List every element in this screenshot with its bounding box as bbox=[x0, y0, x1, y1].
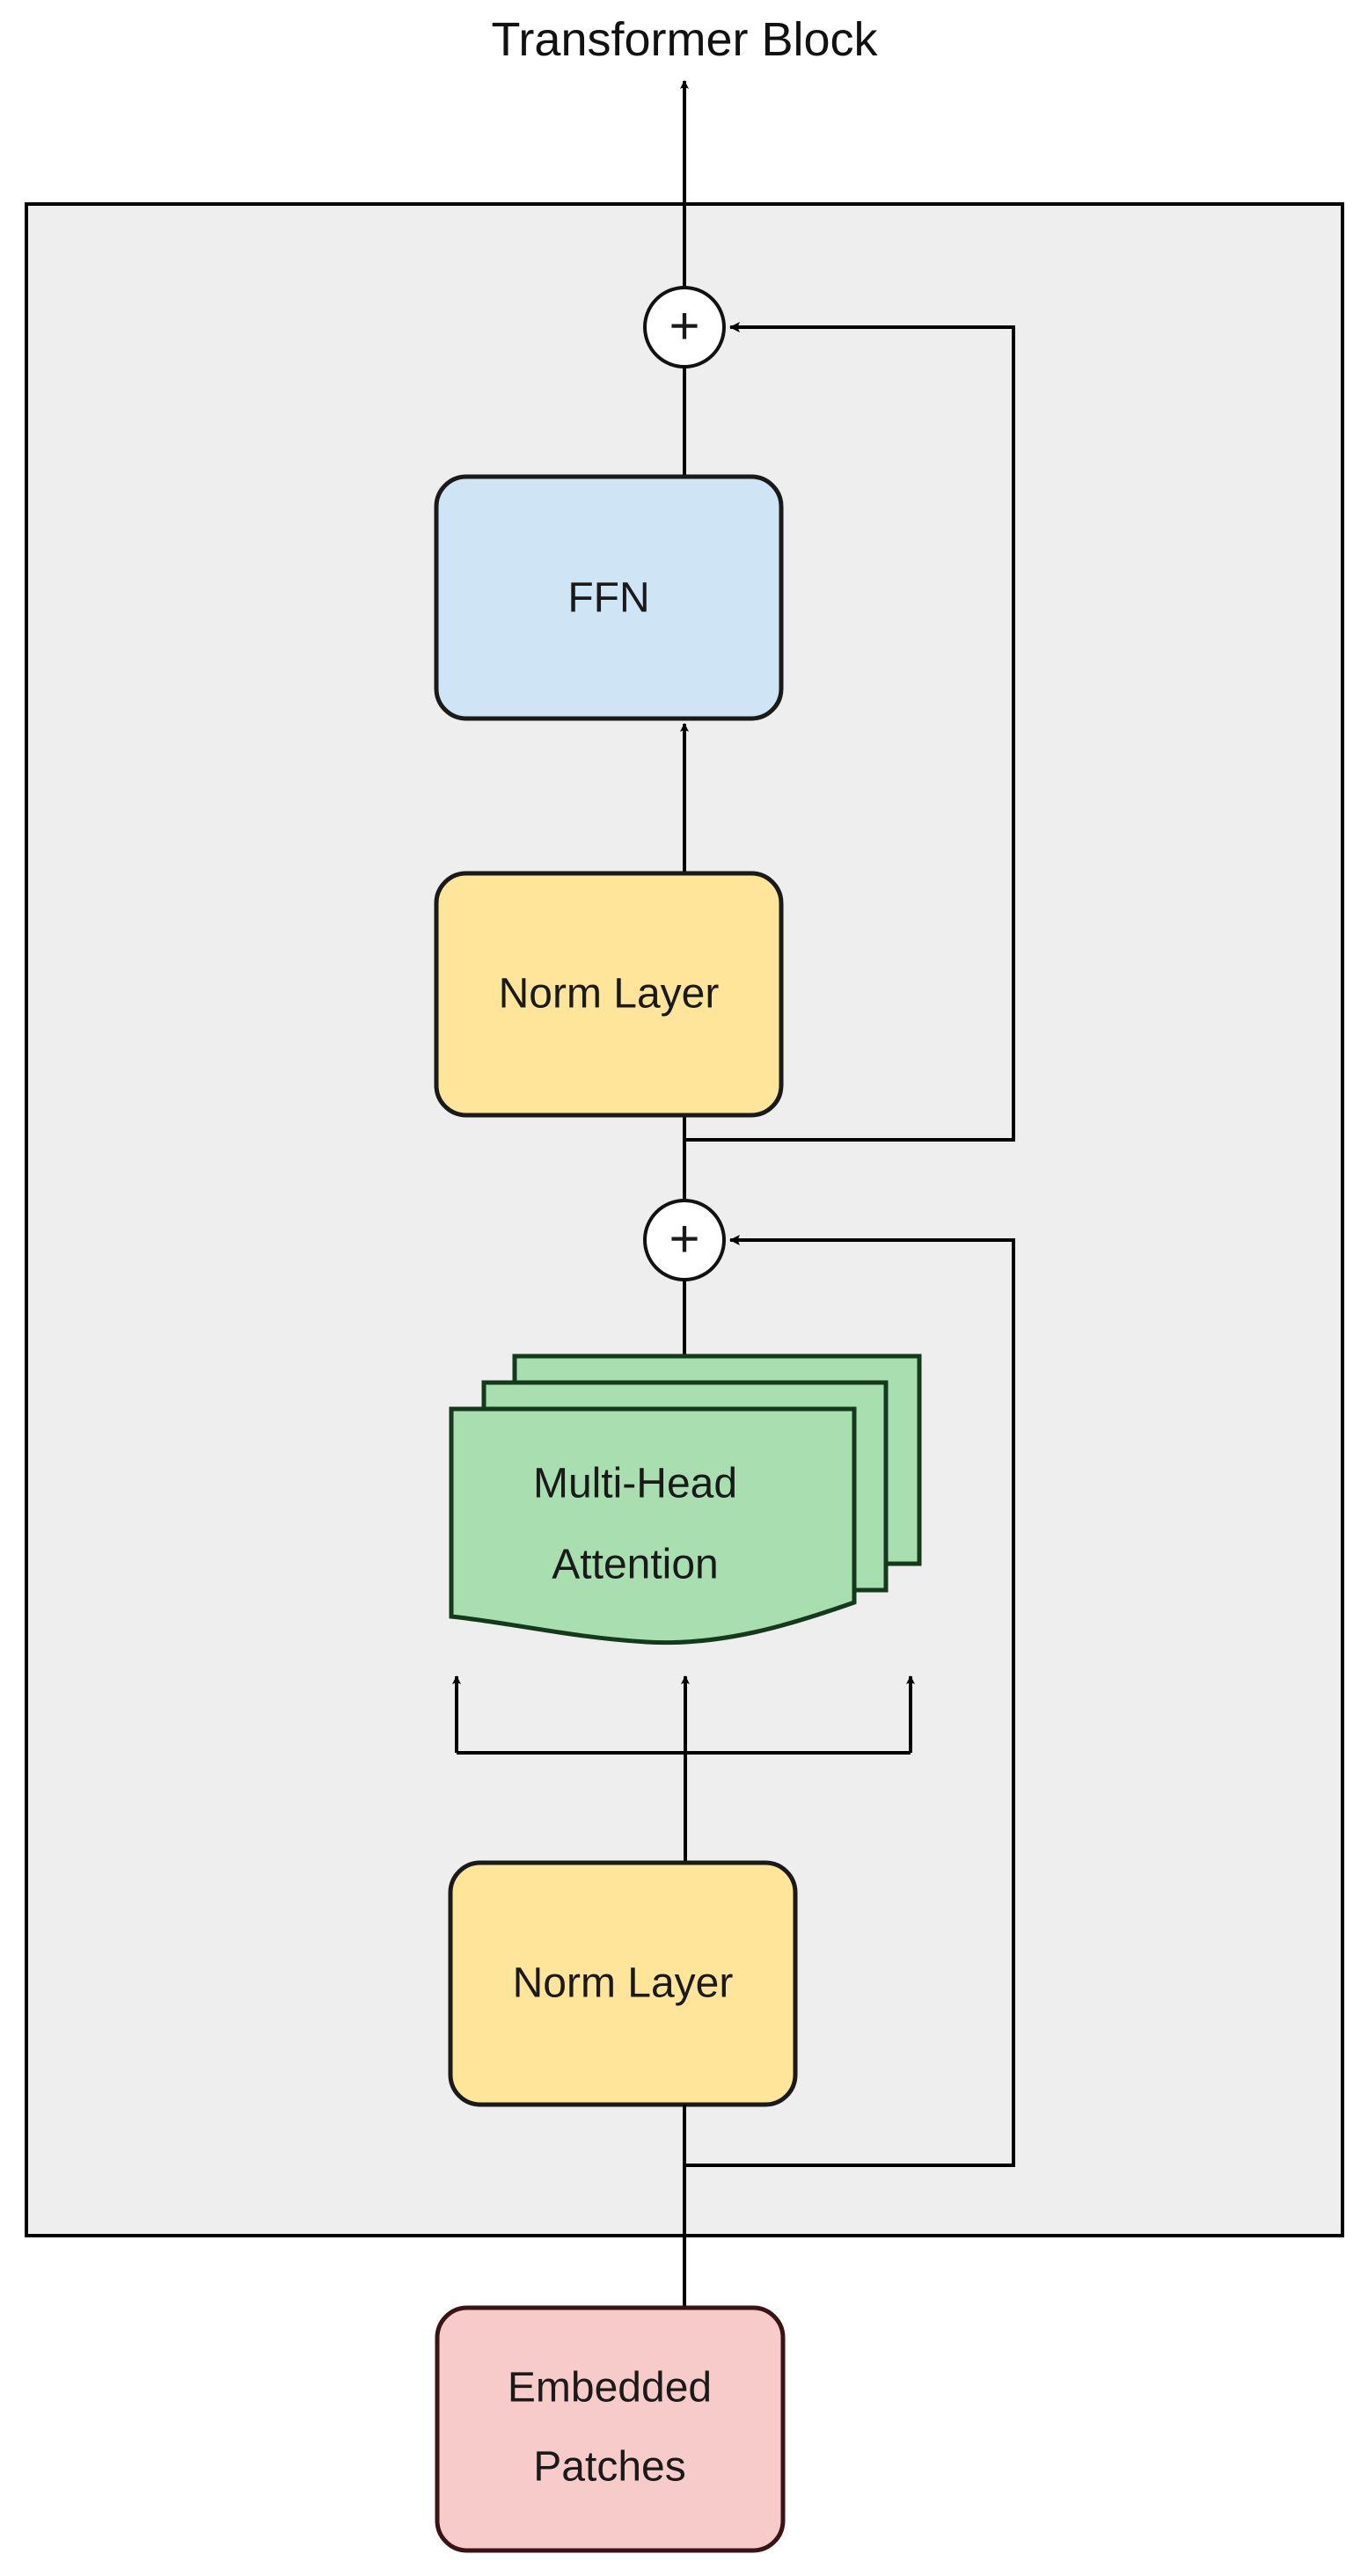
embedded-patches-label-line-2: Patches bbox=[533, 2444, 685, 2491]
add-circle-attention bbox=[643, 1199, 726, 1281]
add-symbol-attention: + bbox=[669, 1209, 699, 1268]
mha-label-line-1: Multi-Head bbox=[533, 1461, 737, 1507]
qkv-fanout bbox=[452, 1675, 915, 1863]
embedded-patches-label-line-1: Embedded bbox=[508, 2365, 712, 2412]
node-ffn: FFN bbox=[434, 474, 784, 721]
edge-residual-skip-ffn bbox=[683, 322, 1015, 1142]
residual-add-ffn: + bbox=[643, 286, 726, 369]
ffn-box bbox=[434, 474, 784, 721]
node-norm-layer-1: Norm Layer bbox=[448, 1860, 798, 2107]
node-norm-layer-2: Norm Layer bbox=[434, 871, 784, 1118]
norm-layer-2-label: Norm Layer bbox=[499, 971, 720, 1018]
node-multi-head-attention: Multi-Head Attention bbox=[449, 1354, 922, 1646]
norm-layer-1-box bbox=[448, 1860, 798, 2107]
add-symbol-ffn: + bbox=[669, 296, 699, 355]
mha-label-line-2: Attention bbox=[552, 1542, 718, 1588]
page-title: Transformer Block bbox=[491, 13, 878, 66]
node-embedded-patches: Embedded Patches bbox=[435, 2305, 786, 2553]
mha-stack-sheet-front bbox=[449, 1406, 857, 1646]
ffn-label: FFN bbox=[567, 575, 649, 622]
residual-add-attention: + bbox=[643, 1199, 726, 1281]
norm-layer-2-box bbox=[434, 871, 784, 1118]
norm-layer-1-label: Norm Layer bbox=[513, 1960, 734, 2007]
embedded-patches-box bbox=[435, 2305, 786, 2553]
